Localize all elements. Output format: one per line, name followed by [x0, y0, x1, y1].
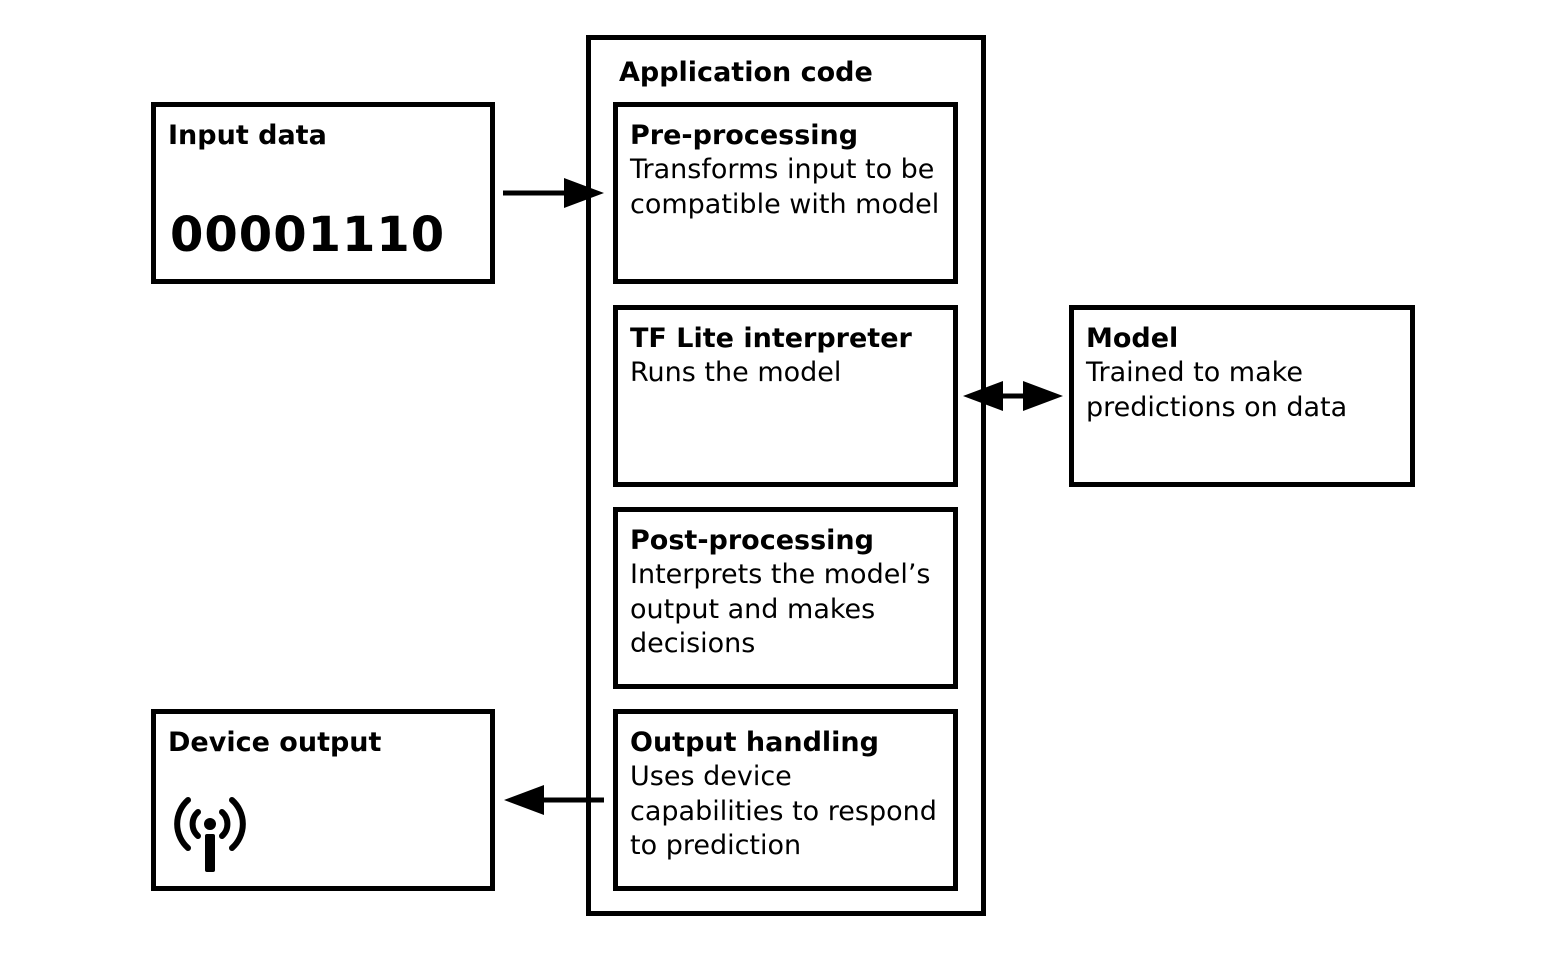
- post-processing-box: Post-processing Interprets the model’s o…: [613, 507, 958, 689]
- arrow-input-to-preprocessing: [503, 178, 604, 208]
- pre-processing-description: Transforms input to be compatible with m…: [630, 154, 940, 220]
- device-output-box: Device output: [151, 709, 495, 891]
- application-code-title: Application code: [619, 57, 873, 88]
- output-handling-box: Output handling Uses device capabilities…: [613, 709, 958, 891]
- input-data-box: Input data 00001110: [151, 102, 495, 284]
- pre-processing-title: Pre-processing: [630, 120, 859, 151]
- model-title: Model: [1086, 323, 1179, 354]
- output-handling-description: Uses device capabilities to respond to p…: [630, 761, 937, 861]
- output-handling-title: Output handling: [630, 727, 879, 758]
- input-data-value: 00001110: [170, 207, 446, 263]
- post-processing-title: Post-processing: [630, 525, 874, 556]
- pre-processing-box: Pre-processing Transforms input to be co…: [613, 102, 958, 284]
- tflite-interpreter-box: TF Lite interpreter Runs the model: [613, 305, 958, 487]
- input-data-title: Input data: [168, 120, 327, 151]
- tflite-interpreter-description: Runs the model: [630, 357, 842, 388]
- device-output-title: Device output: [168, 727, 382, 758]
- model-box: Model Trained to make predictions on dat…: [1069, 305, 1415, 487]
- post-processing-description: Interprets the model’s output and makes …: [630, 559, 931, 659]
- broadcast-antenna-icon: [174, 797, 246, 872]
- model-description: Trained to make predictions on data: [1086, 357, 1348, 423]
- arrow-interpreter-model-bidirectional: [963, 381, 1063, 411]
- arrow-outputhandling-to-device: [504, 785, 604, 815]
- tflite-interpreter-title: TF Lite interpreter: [630, 323, 912, 354]
